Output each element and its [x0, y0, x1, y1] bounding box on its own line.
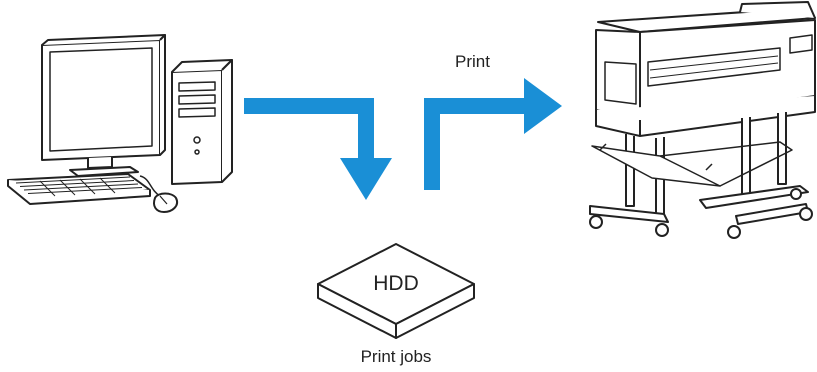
print-label: Print [455, 52, 490, 71]
hard-disk-icon [317, 243, 475, 339]
arrow-to-printer [424, 78, 562, 190]
print-jobs-label: Print jobs [361, 347, 432, 366]
desktop-computer-icon [7, 34, 233, 213]
large-format-printer-icon [589, 1, 816, 239]
hdd-label: HDD [373, 272, 419, 295]
arrow-to-storage [244, 98, 392, 200]
